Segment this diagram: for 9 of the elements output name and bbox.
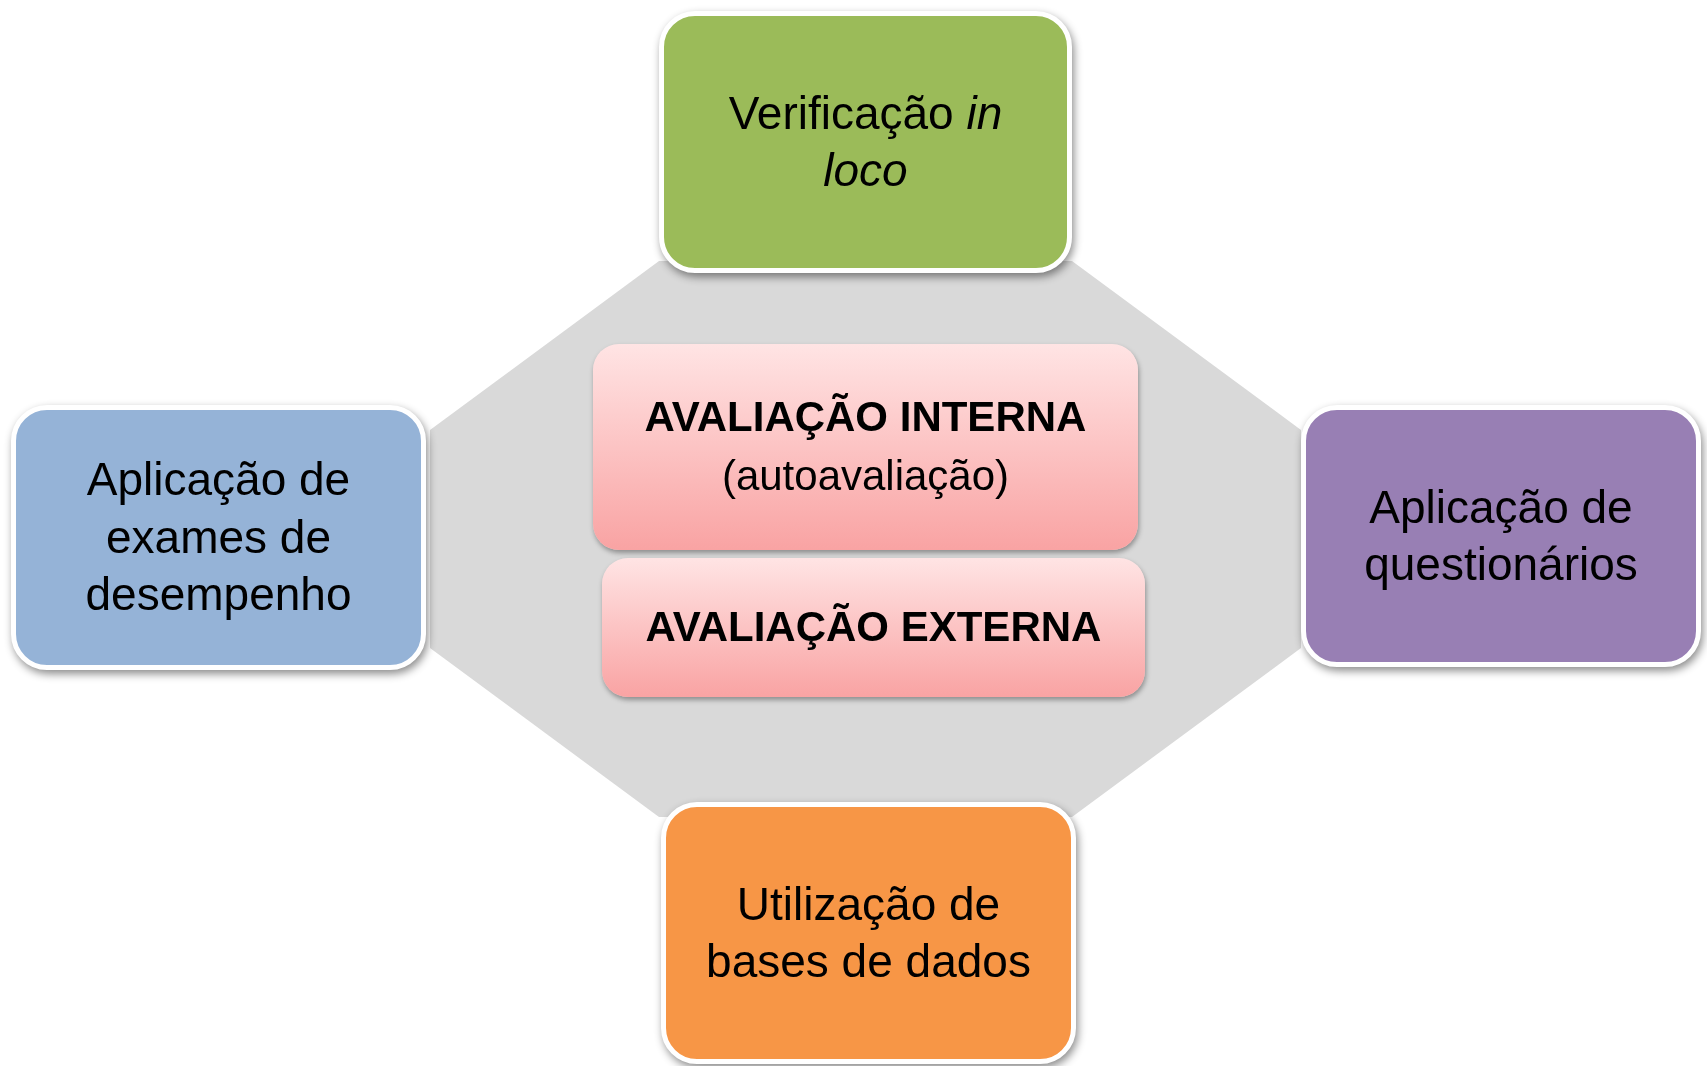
box-heading: AVALIAÇÃO INTERNA	[644, 392, 1087, 443]
box-text: Aplicação de questionários	[1363, 479, 1639, 592]
box-text: Utilização de bases de dados	[705, 876, 1032, 989]
box-heading: AVALIAÇÃO EXTERNA	[645, 602, 1102, 653]
box-text: Verificação in loco	[727, 85, 1004, 198]
box-text: Aplicação de exames de desempenho	[84, 452, 353, 623]
evaluation-box	[602, 558, 1145, 697]
box-text: (autoavaliação)	[721, 451, 1010, 501]
evaluation-box	[593, 344, 1138, 550]
